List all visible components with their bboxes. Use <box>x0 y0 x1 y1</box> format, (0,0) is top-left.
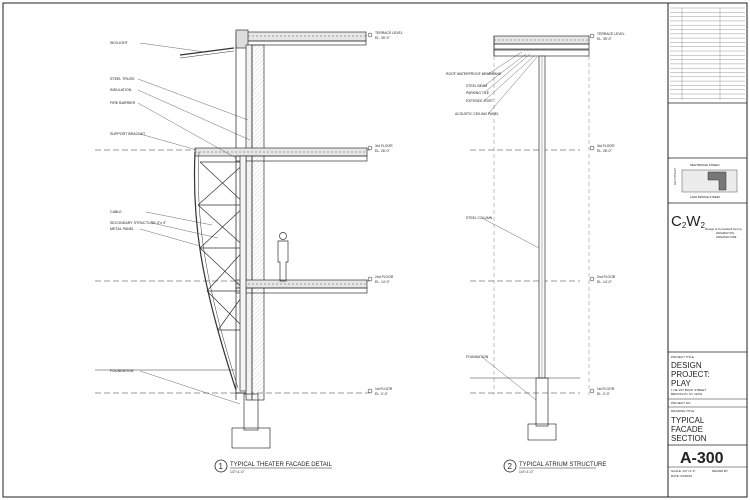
detail-1-title: TYPICAL THEATER FACADE DETAIL <box>230 462 332 468</box>
level-tag-r-1st-name: 1st FLOOR <box>597 387 615 391</box>
level-tag-r-3rd-elev: EL. 28'-0" <box>597 149 612 153</box>
project-no-label: PROJECT NO. <box>671 401 691 405</box>
level-tag-r-1st-elev: EL. 0'-0" <box>597 392 611 396</box>
level-tag-r-terrace-name: TERRACE LEVEL <box>597 32 625 36</box>
detail-2-title: TYPICAL ATRIUM STRUCTURE <box>519 462 606 468</box>
firm-sub1: WASHINGTON <box>716 231 734 235</box>
detail-2-notes: ROOF WATERPROOF MEMBRANE STEEL BEAM PARK… <box>446 72 502 359</box>
firm-sub2: ARCHITECTURE <box>716 235 737 239</box>
level-tag-r-2nd-elev: EL. 14'-0" <box>597 280 612 284</box>
level-tag-1st-name: 1st FLOOR <box>375 387 393 391</box>
level-tag-terrace-elev: EL. 39'-0" <box>375 36 390 40</box>
detail-2-level-tags: TERRACE LEVEL EL. 39'-0" 3rd FLOOR EL. 2… <box>589 32 625 396</box>
drawing-title-label: DRAWING TITLE <box>671 409 694 413</box>
detail-2-label: 2 TYPICAL ATRIUM STRUCTURE 1/4"=1'-0" <box>503 459 606 474</box>
note-steel-truss: STEEL TRUSS <box>110 77 135 81</box>
drawing-title-line-1: TYPICAL <box>671 416 705 425</box>
level-tag-3rd-elev: EL. 28'-0" <box>375 149 390 153</box>
note-cable: CABLE <box>110 210 122 214</box>
note-parking-tile: PARKING TILE <box>466 91 490 95</box>
detail-2-scale: 1/4"=1'-0" <box>519 470 534 474</box>
note-acoustic-ceiling: ACOUSTIC CEILING PANEL <box>455 112 499 116</box>
project-line-3: PLAY <box>671 379 692 388</box>
project-line-1: DESIGN <box>671 361 702 370</box>
scale-text: SCALE: 1/2"=1'-0" <box>671 469 695 473</box>
level-tag-r-2nd-name: 2nd FLOOR <box>597 275 616 279</box>
firm-logo: C2W2 Design & Consultant Group WASHINGTO… <box>671 213 742 239</box>
drawn-by-label: DRAWN BY <box>712 469 728 473</box>
note-skylight: SKYLIGHT <box>110 41 129 45</box>
detail-1-notes: SKYLIGHT STEEL TRUSS INSULATION FIRE BAR… <box>110 41 167 373</box>
address-line-1: 1 NE 1ST BOOK STREET <box>671 388 706 392</box>
sheet-number-block: A-300 <box>680 450 724 467</box>
sheet-number: A-300 <box>680 450 724 467</box>
level-tag-r-3rd-name: 3rd FLOOR <box>597 144 615 148</box>
firm-tagline: Design & Consultant Group <box>705 227 742 231</box>
detail-1-leaders <box>137 42 251 405</box>
project-label: PROJECT TITLE <box>671 355 694 359</box>
drawing-title-line-2: FACADE <box>671 425 703 434</box>
note-insulation: INSULATION <box>110 88 132 92</box>
note-secondary-structure: SECONDARY STRUCTURE 4"x 4" <box>110 221 167 225</box>
key-plan: NEW BRIDGE STREET ARCH STREET LAKE BRIDG… <box>674 163 738 199</box>
note-metal-panel: METAL PANEL <box>110 227 134 231</box>
level-tag-2nd-elev: EL. 14'-0" <box>375 280 390 284</box>
project-line-2: PROJECT: <box>671 370 710 379</box>
detail-1-theater-facade <box>95 29 370 449</box>
address-line-2: BROOKLYN, NY 11201 <box>671 392 703 396</box>
detail-1-scale: 1/2"=1'-0" <box>230 470 245 474</box>
note-roof-membrane: ROOF WATERPROOF MEMBRANE <box>446 72 502 76</box>
detail-2-number: 2 <box>508 462 513 471</box>
detail-2-leaders <box>481 51 540 401</box>
level-tag-terrace-name: TERRACE LEVEL <box>375 31 403 35</box>
note-foundation-left: FOUNDATION <box>110 369 134 373</box>
note-exposed-joist: EXPOSED JOIST <box>466 99 493 103</box>
drawing-title-line-3: SECTION <box>671 434 707 443</box>
firm-logo-text: C2W2 <box>671 213 705 230</box>
level-tag-3rd-name: 3rd FLOOR <box>375 144 393 148</box>
level-tag-2nd-name: 2nd FLOOR <box>375 275 394 279</box>
keyplan-side: ARCH STREET <box>674 168 677 185</box>
revision-table <box>670 7 745 100</box>
detail-1-level-tags: TERRACE LEVEL EL. 39'-0" 3rd FLOOR EL. 2… <box>367 31 403 396</box>
note-foundation-right: FOUNDATION <box>466 355 489 359</box>
keyplan-street1: NEW BRIDGE STREET <box>690 163 720 167</box>
detail-2-atrium-structure <box>470 35 590 441</box>
detail-1-number: 1 <box>219 462 224 471</box>
note-steel-beam: STEEL BEAM <box>466 84 487 88</box>
note-support-bracket: SUPPORT BRACKET <box>110 132 146 136</box>
drawing-title-block: DRAWING TITLE TYPICAL FACADE SECTION <box>671 409 707 443</box>
project-info: PROJECT TITLE DESIGN PROJECT: PLAY 1 NE … <box>671 355 710 396</box>
keyplan-street2: LAKE BRIDGE STREET <box>690 195 721 199</box>
note-steel-column: STEEL COLUMN <box>466 216 493 220</box>
note-fire-barrier: FIRE BARRIER <box>110 101 136 105</box>
level-tag-1st-elev: EL. 0'-0" <box>375 392 389 396</box>
detail-1-label: 1 TYPICAL THEATER FACADE DETAIL 1/2"=1'-… <box>214 459 332 474</box>
date-text: DATE: 03/18/16 <box>671 474 692 478</box>
level-tag-r-terrace-elev: EL. 39'-0" <box>597 37 612 41</box>
